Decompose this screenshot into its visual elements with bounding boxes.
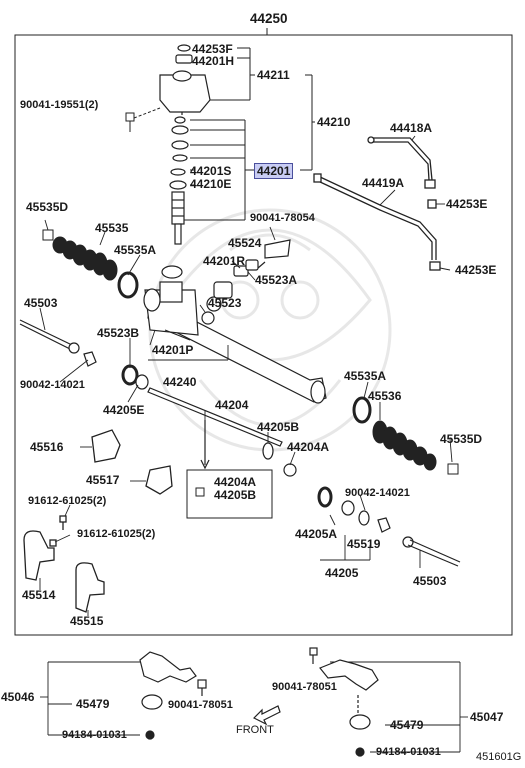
label-44240[interactable]: 44240	[163, 375, 197, 389]
label-45535A-right[interactable]: 45535A	[344, 369, 387, 383]
rack-housing	[143, 281, 327, 404]
label-44201R[interactable]: 44201R	[203, 254, 246, 268]
label-45524[interactable]: 45524	[228, 236, 262, 250]
label-90042-14021-left[interactable]: 90042-14021	[20, 379, 85, 391]
label-44201S[interactable]: 44201S	[190, 164, 232, 178]
label-90042-14021-right[interactable]: 90042-14021	[345, 487, 410, 499]
label-45517[interactable]: 45517	[86, 473, 120, 487]
label-44205E[interactable]: 44205E	[103, 403, 145, 417]
label-45514[interactable]: 45514	[22, 588, 56, 602]
label-45519[interactable]: 45519	[347, 537, 381, 551]
label-94184-01031-left[interactable]: 94184-01031	[62, 729, 127, 741]
label-44210E[interactable]: 44210E	[190, 177, 232, 191]
label-45535D-left[interactable]: 45535D	[26, 200, 69, 214]
label-94184-01031-right[interactable]: 94184-01031	[376, 746, 441, 758]
figure-code: 451601G	[476, 751, 522, 763]
label-44205B-inset[interactable]: 44205B	[214, 488, 257, 502]
label-44253E-bottom[interactable]: 44253E	[455, 263, 497, 277]
label-44418A[interactable]: 44418A	[390, 121, 433, 135]
label-44205[interactable]: 44205	[325, 566, 359, 580]
label-45535A-left[interactable]: 45535A	[114, 243, 157, 257]
label-45523[interactable]: 45523	[208, 296, 242, 310]
label-44201-highlighted[interactable]: 44201	[254, 163, 294, 179]
main-frame	[14, 34, 513, 636]
label-45047[interactable]: 45047	[470, 710, 504, 724]
label-45523A[interactable]: 45523A	[255, 273, 298, 287]
label-45516[interactable]: 45516	[30, 440, 64, 454]
label-45046[interactable]: 45046	[1, 690, 35, 704]
label-44204A[interactable]: 44204A	[287, 440, 330, 454]
label-44250[interactable]: 44250	[250, 11, 288, 26]
label-45479-left[interactable]: 45479	[76, 697, 110, 711]
label-45479-right[interactable]: 45479	[390, 718, 424, 732]
label-45503-left[interactable]: 45503	[24, 296, 58, 310]
label-45503-right[interactable]: 45503	[413, 574, 447, 588]
left-boot	[42, 229, 139, 299]
label-44201P[interactable]: 44201P	[152, 343, 194, 357]
label-45523B[interactable]: 45523B	[97, 326, 140, 340]
label-45536[interactable]: 45536	[368, 389, 402, 403]
label-44211[interactable]: 44211	[257, 68, 290, 82]
label-90041-78054[interactable]: 90041-78054	[250, 212, 315, 224]
label-90041-19551[interactable]: 90041-19551(2)	[20, 99, 99, 111]
label-91612-61025-a[interactable]: 91612-61025(2)	[28, 495, 107, 507]
label-45535D-right[interactable]: 45535D	[440, 432, 483, 446]
label-44201H[interactable]: 44201H	[192, 54, 235, 68]
label-91612-61025-b[interactable]: 91612-61025(2)	[77, 528, 156, 540]
label-44204A-inset[interactable]: 44204A	[214, 475, 257, 489]
label-44205B[interactable]: 44205B	[257, 420, 300, 434]
label-90041-78051-left[interactable]: 90041-78051	[168, 699, 233, 711]
label-44253E-top[interactable]: 44253E	[446, 197, 488, 211]
label-44204[interactable]: 44204	[215, 398, 249, 412]
label-45515[interactable]: 45515	[70, 614, 104, 628]
label-45535[interactable]: 45535	[95, 221, 129, 235]
label-44210[interactable]: 44210	[317, 115, 351, 129]
label-44419A[interactable]: 44419A	[362, 176, 405, 190]
valve-housing	[159, 44, 211, 120]
right-boot	[352, 396, 459, 475]
label-44253F[interactable]: 44253F	[192, 42, 233, 56]
front-direction-label: FRONT	[236, 724, 274, 736]
label-90041-78051-right[interactable]: 90041-78051	[272, 681, 337, 693]
label-44205A[interactable]: 44205A	[295, 527, 338, 541]
